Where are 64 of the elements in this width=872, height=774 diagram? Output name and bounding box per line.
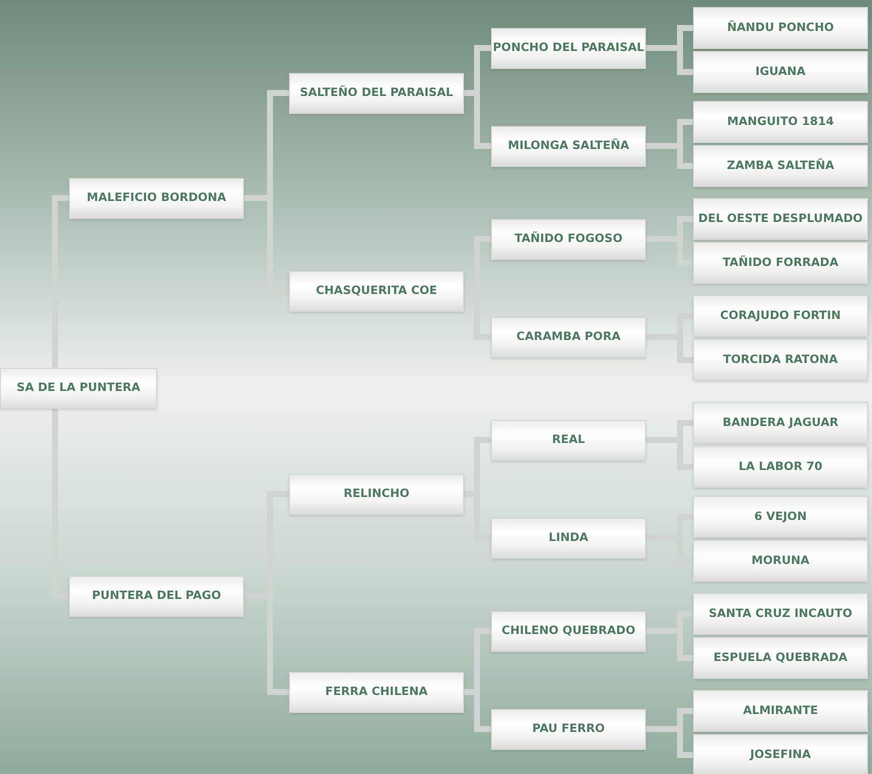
horse-name: CHASQUERITA COE <box>316 282 438 300</box>
horse-name: PAU FERRO <box>532 720 605 738</box>
horse-name: SA DE LA PUNTERA <box>16 379 140 396</box>
name-box <box>491 316 646 358</box>
horse-name: ÑANDU PONCHO <box>727 19 834 36</box>
horse-name: FERRA CHILENA <box>325 683 428 700</box>
horse-name: MILONGA SALTEÑA <box>508 137 630 154</box>
name-box <box>693 145 868 187</box>
name-box <box>289 270 464 312</box>
name-box <box>491 218 646 260</box>
horse-name: LA LABOR 70 <box>738 458 822 476</box>
name-box <box>491 28 646 68</box>
name-box <box>491 126 646 166</box>
horse-name: LINDA <box>548 529 588 546</box>
name-box <box>693 242 868 284</box>
name-box <box>693 295 868 337</box>
horse-name: 6 VEJON <box>754 508 807 526</box>
name-box <box>693 7 868 49</box>
name-box <box>69 576 244 616</box>
horse-name: RELINCHO <box>344 485 410 502</box>
horse-name: TORCIDA RATONA <box>723 351 838 368</box>
name-box <box>491 708 646 750</box>
name-box <box>693 402 868 444</box>
name-box <box>0 368 157 408</box>
name-box <box>491 518 646 558</box>
connector-line <box>52 408 69 599</box>
name-box <box>693 446 868 488</box>
horse-name: DEL OESTE DESPLUMADO <box>698 210 863 228</box>
name-box <box>693 540 868 582</box>
horse-name: PUNTERA DEL PAGO <box>92 587 222 604</box>
name-box <box>491 420 646 460</box>
name-box <box>693 339 868 381</box>
name-box <box>693 593 868 635</box>
horse-name: MANGUITO 1814 <box>727 113 834 130</box>
name-box <box>289 474 464 514</box>
horse-name: ESPUELA QUEBRADA <box>714 649 848 666</box>
horse-name: SANTA CRUZ INCAUTO <box>708 605 852 622</box>
horse-name: TAÑIDO FOGOSO <box>514 230 622 248</box>
horse-name: MORUNA <box>752 552 810 570</box>
name-box <box>693 637 868 679</box>
horse-name: TAÑIDO FORRADA <box>722 254 838 272</box>
name-box <box>491 610 646 652</box>
connector-line <box>52 195 69 368</box>
horse-name: CORAJUDO FORTIN <box>720 307 841 324</box>
name-box <box>693 51 868 93</box>
name-box <box>693 198 868 240</box>
horse-name: IGUANA <box>755 63 806 80</box>
name-box <box>289 672 464 712</box>
horse-name: CARAMBA PORA <box>516 328 621 346</box>
horse-name: BANDERA JAGUAR <box>722 414 838 432</box>
horse-name: CHILENO QUEBRADO <box>502 622 636 640</box>
name-box <box>693 734 868 774</box>
horse-name: REAL <box>552 431 585 448</box>
name-box <box>693 101 868 143</box>
name-box <box>693 496 868 538</box>
name-box <box>289 72 464 114</box>
horse-name: MALEFICIO BORDONA <box>86 189 226 206</box>
horse-name: ALMIRANTE <box>742 702 818 720</box>
horse-name: JOSEFINA <box>750 746 811 764</box>
horse-name: PONCHO DEL PARAISAL <box>492 39 644 56</box>
horse-name: ZAMBA SALTEÑA <box>726 157 834 174</box>
name-box <box>693 690 868 732</box>
name-box <box>69 178 244 218</box>
horse-name: SALTEÑO DEL PARAISAL <box>300 84 454 102</box>
